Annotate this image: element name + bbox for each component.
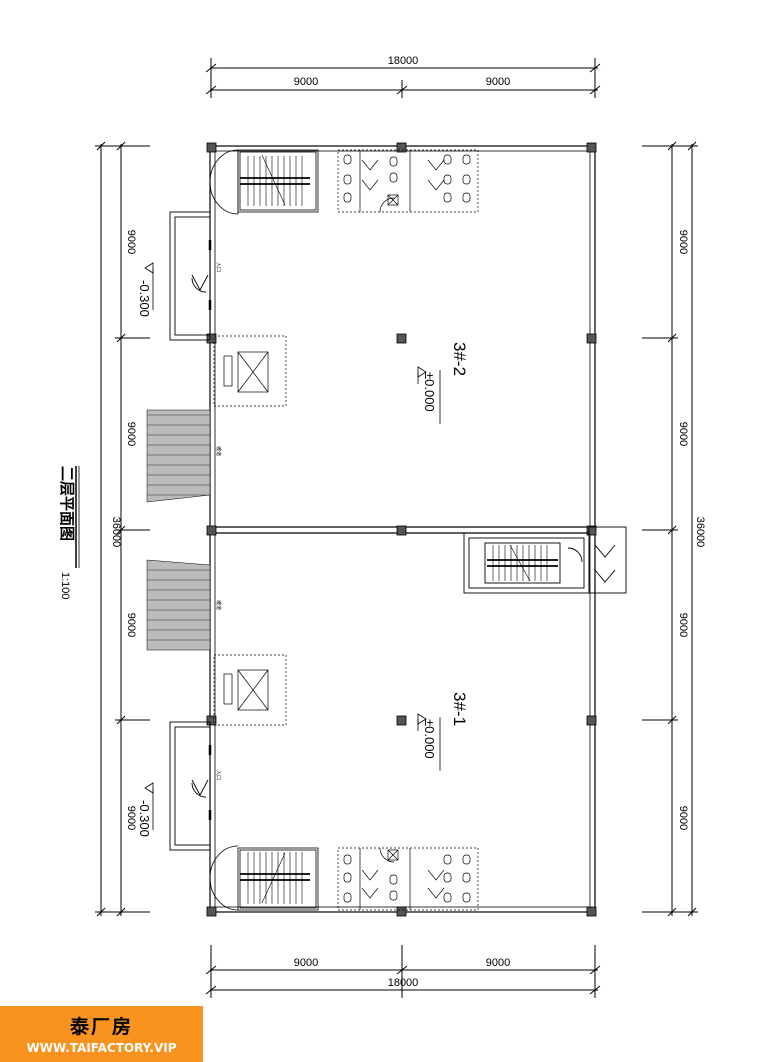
- bottom-bay-right-dimension: 9000: [486, 957, 510, 969]
- unit-2-level: ±0.000: [422, 372, 437, 412]
- top-total-dimension: 18000: [388, 55, 419, 67]
- drawing-scale: 1:100: [59, 572, 71, 600]
- stair-top: [209, 149, 319, 215]
- ramp-bottom-label: 坡道: [215, 600, 222, 610]
- stair-bottom: [209, 845, 319, 911]
- unit-1-level-marker: [417, 713, 441, 771]
- left-bay-4-dimension: 9000: [125, 806, 137, 830]
- ramp-top-lines: [147, 414, 210, 496]
- toilets-top: [337, 149, 479, 213]
- ramp-bottom-lines: [147, 569, 210, 641]
- outside-level-bottom: -0.300: [137, 800, 152, 837]
- ramp-top: [146, 409, 211, 503]
- elevator-top: [213, 335, 287, 407]
- brand-badge: 泰厂房 WWW.TAIFACTORY.VIP: [0, 1006, 203, 1062]
- right-bay-2-dimension: 9000: [677, 422, 689, 446]
- entrance-top-label: 入口: [215, 262, 221, 272]
- bottom-total-dimension: 18000: [388, 977, 419, 989]
- bottom-bay-left-dimension: 9000: [294, 957, 318, 969]
- level-marker-outside-top: [144, 262, 154, 310]
- unit-1-name: 3#-1: [450, 692, 469, 726]
- toilets-bottom: [337, 847, 479, 911]
- brand-url: WWW.TAIFACTORY.VIP: [26, 1041, 177, 1055]
- right-bay-3-dimension: 9000: [677, 613, 689, 637]
- elevator-bottom: [213, 654, 287, 726]
- ramp-top-label: 坡道: [215, 446, 222, 456]
- stair-middle-treads: [492, 544, 548, 582]
- entrance-top: [169, 211, 212, 341]
- stair-bottom-treads: [247, 852, 303, 904]
- unit-1-level: ±0.000: [422, 719, 437, 759]
- stair-top-treads: [247, 154, 303, 206]
- top-dimensions: [205, 58, 601, 98]
- top-bay-left-dimension: 9000: [294, 76, 318, 88]
- left-bay-3-dimension: 9000: [125, 613, 137, 637]
- right-dimensions: [642, 141, 698, 917]
- entrance-bottom-label: 入口: [215, 770, 221, 780]
- unit-2-level-marker: [417, 366, 441, 424]
- level-marker-outside-bottom: [144, 782, 154, 830]
- unit-2-name: 3#-2: [450, 342, 469, 376]
- brand-name: 泰厂房: [69, 1016, 133, 1038]
- top-bay-right-dimension: 9000: [486, 76, 510, 88]
- left-total-dimension: 36000: [110, 517, 122, 548]
- entrance-bottom: [169, 721, 212, 851]
- ramp-bottom: [146, 559, 211, 651]
- left-dimensions: [95, 141, 150, 917]
- left-bay-2-dimension: 9000: [125, 422, 137, 446]
- stair-middle: [463, 526, 627, 594]
- right-bay-1-dimension: 9000: [677, 230, 689, 254]
- outside-level-top: -0.300: [137, 280, 152, 317]
- structural-columns: [206, 142, 597, 917]
- drawing-title: 二层平面图: [58, 466, 76, 541]
- bottom-dimensions: [205, 945, 601, 998]
- right-total-dimension: 36000: [694, 517, 706, 548]
- right-bay-4-dimension: 9000: [677, 806, 689, 830]
- left-bay-1-dimension: 9000: [125, 230, 137, 254]
